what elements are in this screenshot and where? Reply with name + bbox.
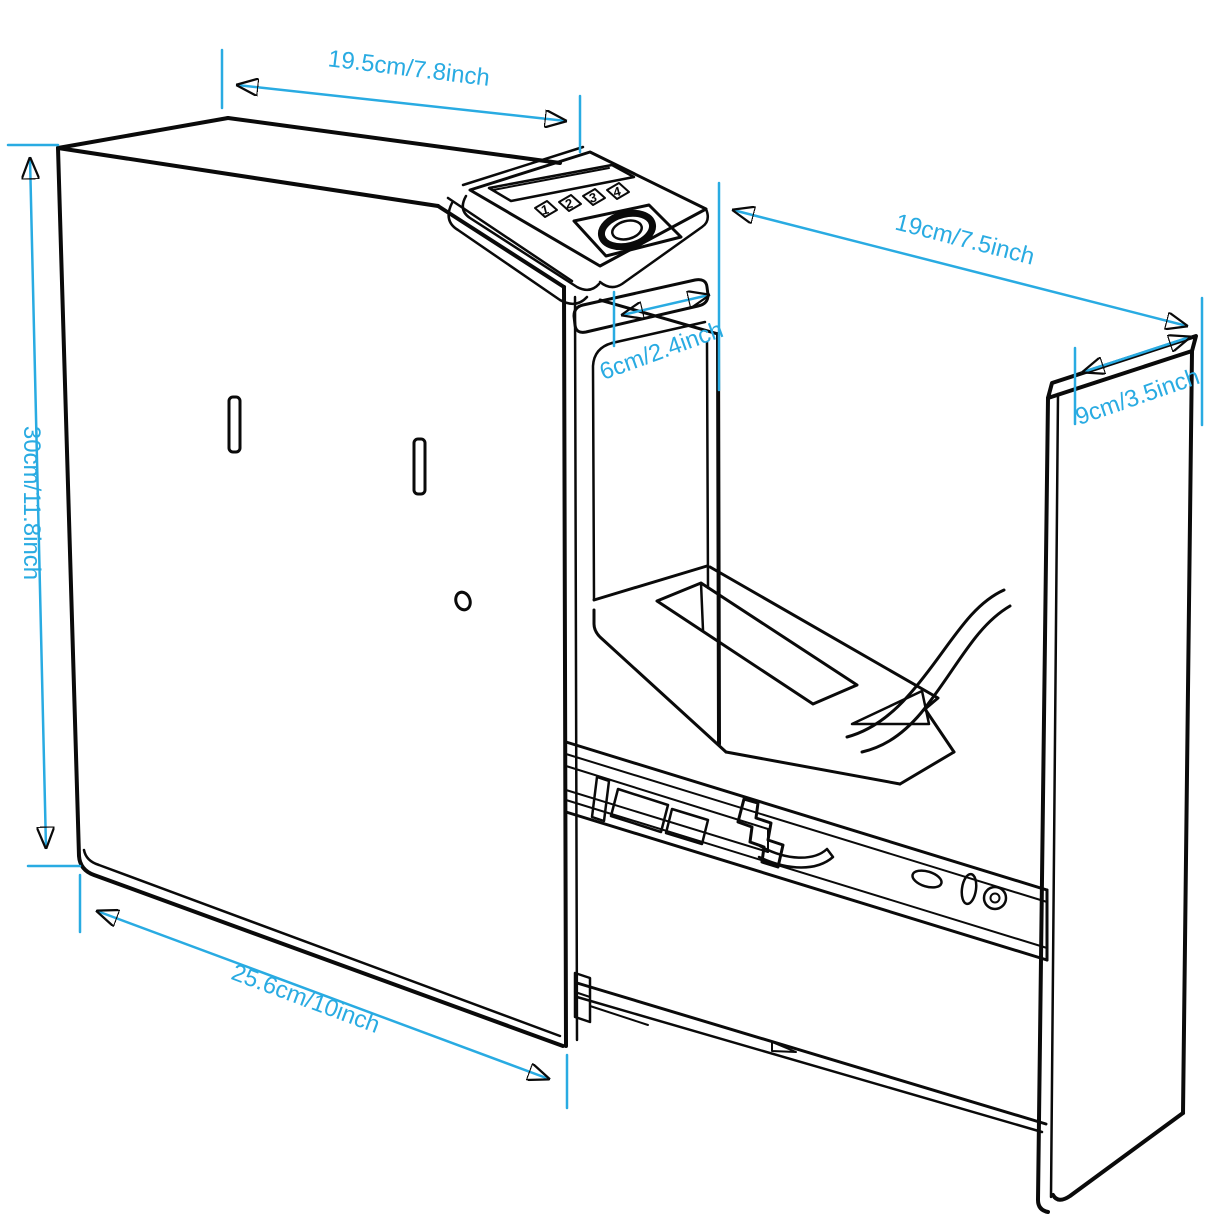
keypad-key-1-label: 1 xyxy=(540,201,551,217)
box-top-front-edge xyxy=(56,146,440,208)
barrel-ramp-curve-upper xyxy=(845,588,1006,739)
panel-left-edge-outer xyxy=(1036,396,1050,1214)
fingerprint-scanner-icon xyxy=(572,203,683,258)
drawer-column xyxy=(562,278,721,1048)
drawer-base xyxy=(575,981,1048,1134)
box-bottom-inner-edge xyxy=(82,848,562,1038)
dimension-arrow xyxy=(733,210,1187,326)
box-top-back-edge xyxy=(226,116,562,165)
keypad-module: 1 2 3 4 xyxy=(447,145,710,306)
dimension-top-width: 19.5cm/7.8inch xyxy=(220,45,582,154)
mounting-slot-right xyxy=(412,437,427,496)
column-right-edge-outer xyxy=(716,332,721,746)
drawer-bottom-tab xyxy=(771,1041,797,1053)
rail-latch-spring xyxy=(757,844,835,869)
box-chamfer-outer-edge xyxy=(436,204,566,289)
column-right-edge-inner xyxy=(705,340,710,590)
rail-hole-capsule xyxy=(960,872,978,906)
box-left-bottom-edge xyxy=(56,146,565,1048)
pocket-open-top-edge xyxy=(610,320,707,345)
dimension-arrow xyxy=(237,85,566,121)
rail-hole-oval xyxy=(911,869,943,889)
dimension-label-height: 30cm/11.8inch xyxy=(18,426,45,580)
column-foot-brace xyxy=(589,1005,649,1026)
safe-body xyxy=(56,116,574,1048)
panel-left-edge-inner xyxy=(1049,392,1060,1199)
keypad-key-2: 2 xyxy=(558,194,582,212)
rail-slot-small xyxy=(590,775,611,823)
box-top-left-edge xyxy=(56,116,230,150)
dimension-base-depth: 25.6cm/10inch xyxy=(78,873,569,1110)
keypad-bullnose-left-1 xyxy=(461,194,601,292)
dimension-arrow xyxy=(622,295,709,315)
cradle-grip-hole xyxy=(655,581,859,706)
dimension-arrow xyxy=(97,911,549,1079)
keypad-back-lip xyxy=(461,145,585,187)
rail-latch xyxy=(736,797,785,869)
cradle-bottom-edge xyxy=(724,750,902,786)
keypad-key-3: 3 xyxy=(582,188,606,206)
inner-slide-top-edge xyxy=(565,765,769,830)
keypad-key-1: 1 xyxy=(534,200,558,218)
pocket-left-stile xyxy=(591,341,614,602)
pocket-shelf-edge xyxy=(592,564,709,602)
rail-bottom-edge xyxy=(564,810,1049,962)
column-left-edge-outer xyxy=(562,285,568,1048)
fingerprint-ring-inner xyxy=(611,219,643,241)
dimension-label-side-panel-width: 9cm/3.5inch xyxy=(1072,363,1203,431)
keypad-bullnose-left-2 xyxy=(447,201,589,306)
dimension-label-top-width: 19.5cm/7.8inch xyxy=(326,45,491,92)
dimension-label-slide-depth: 19cm/7.5inch xyxy=(892,209,1037,271)
cradle-top-plate-edge xyxy=(708,565,940,711)
fingerprint-ring-outer xyxy=(597,209,657,251)
mounting-slot-left xyxy=(227,395,242,454)
cradle-right-bottom-edge xyxy=(898,750,956,786)
slide-rail xyxy=(564,740,1049,962)
panel-bottom-edge xyxy=(1051,1111,1185,1202)
column-foot-rib xyxy=(574,991,591,998)
fingerprint-pad xyxy=(572,203,683,258)
dimension-arrow xyxy=(30,158,46,848)
box-chamfer-inner-edge xyxy=(446,196,574,283)
rail-bottom-inner-edge xyxy=(565,799,1048,949)
rail-hole-round-center xyxy=(989,892,1001,904)
column-left-edge-inner xyxy=(573,295,579,1042)
dimension-height: 30cm/11.8inch xyxy=(6,143,82,868)
panel-right-edge xyxy=(1181,349,1194,1115)
right-side-panel xyxy=(1036,334,1198,1214)
inner-slide-bottom-edge xyxy=(565,789,769,853)
rail-slot-a xyxy=(609,787,670,834)
cradle-grip-hole-inner-edge xyxy=(699,581,705,632)
keypad-key-4: 4 xyxy=(606,182,630,200)
drawer-bottom-edge-outer xyxy=(575,981,1048,1126)
keypad-key-4-label: 4 xyxy=(612,183,623,199)
keypad-bullnose-right xyxy=(598,207,710,289)
mounting-hole xyxy=(454,590,472,612)
barrel-ramp-curve-lower xyxy=(860,604,1012,754)
rail-slot-b xyxy=(664,807,710,846)
keypad-key-3-label: 3 xyxy=(588,189,599,205)
keypad-screen-inner xyxy=(492,167,610,191)
dimension-arrow xyxy=(1083,337,1190,372)
column-foot-bracket xyxy=(573,971,592,1024)
rail-top-edge xyxy=(564,740,1049,892)
gun-cradle xyxy=(592,565,1012,786)
keypad-screen xyxy=(487,163,636,203)
drawer-bottom-edge-inner xyxy=(575,995,1044,1134)
cradle-left-wall xyxy=(592,608,728,754)
keypad-key-2-label: 2 xyxy=(564,195,575,211)
rail-hole-round xyxy=(982,885,1008,911)
cradle-right-edge xyxy=(923,707,956,754)
